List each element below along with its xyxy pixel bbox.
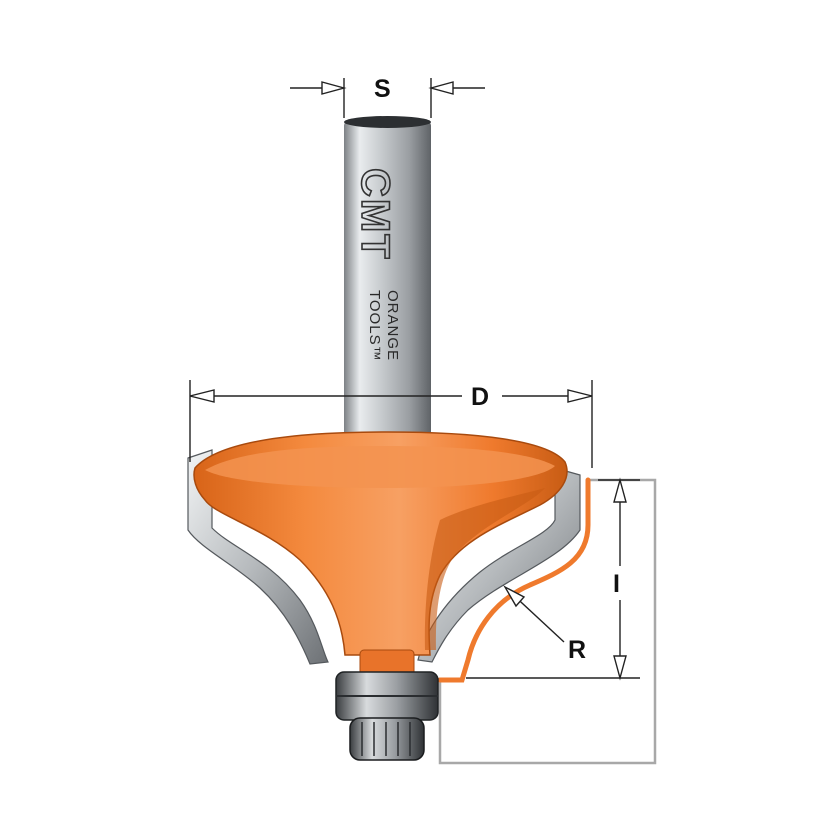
dimension-radius <box>503 585 565 643</box>
shank-top <box>344 116 431 128</box>
brand-line-2: TOOLS™ <box>366 290 383 362</box>
screw-knurl <box>361 722 411 756</box>
cutter-blade-right <box>417 467 581 663</box>
dimension-height <box>466 477 640 681</box>
cutter-body-rim <box>205 446 555 488</box>
cutter-body <box>193 431 568 656</box>
profile-curve <box>437 477 591 683</box>
brand-on-shank: CMT <box>352 167 398 261</box>
label-shank: S <box>374 75 391 103</box>
cutter-body-shade <box>424 488 545 650</box>
brand-line-1: ORANGE <box>384 290 401 361</box>
shank <box>344 120 431 460</box>
dimension-diameter <box>189 380 593 468</box>
bearing-screw <box>349 717 425 761</box>
label-diameter: D <box>471 383 489 411</box>
brand-logo: CMT <box>353 168 397 261</box>
label-height: I <box>613 570 620 598</box>
cutter-blade-left <box>187 449 329 665</box>
label-radius: R <box>568 636 586 664</box>
brand-subtitle: ORANGE TOOLS™ <box>366 290 401 362</box>
dimension-shank <box>290 78 485 118</box>
